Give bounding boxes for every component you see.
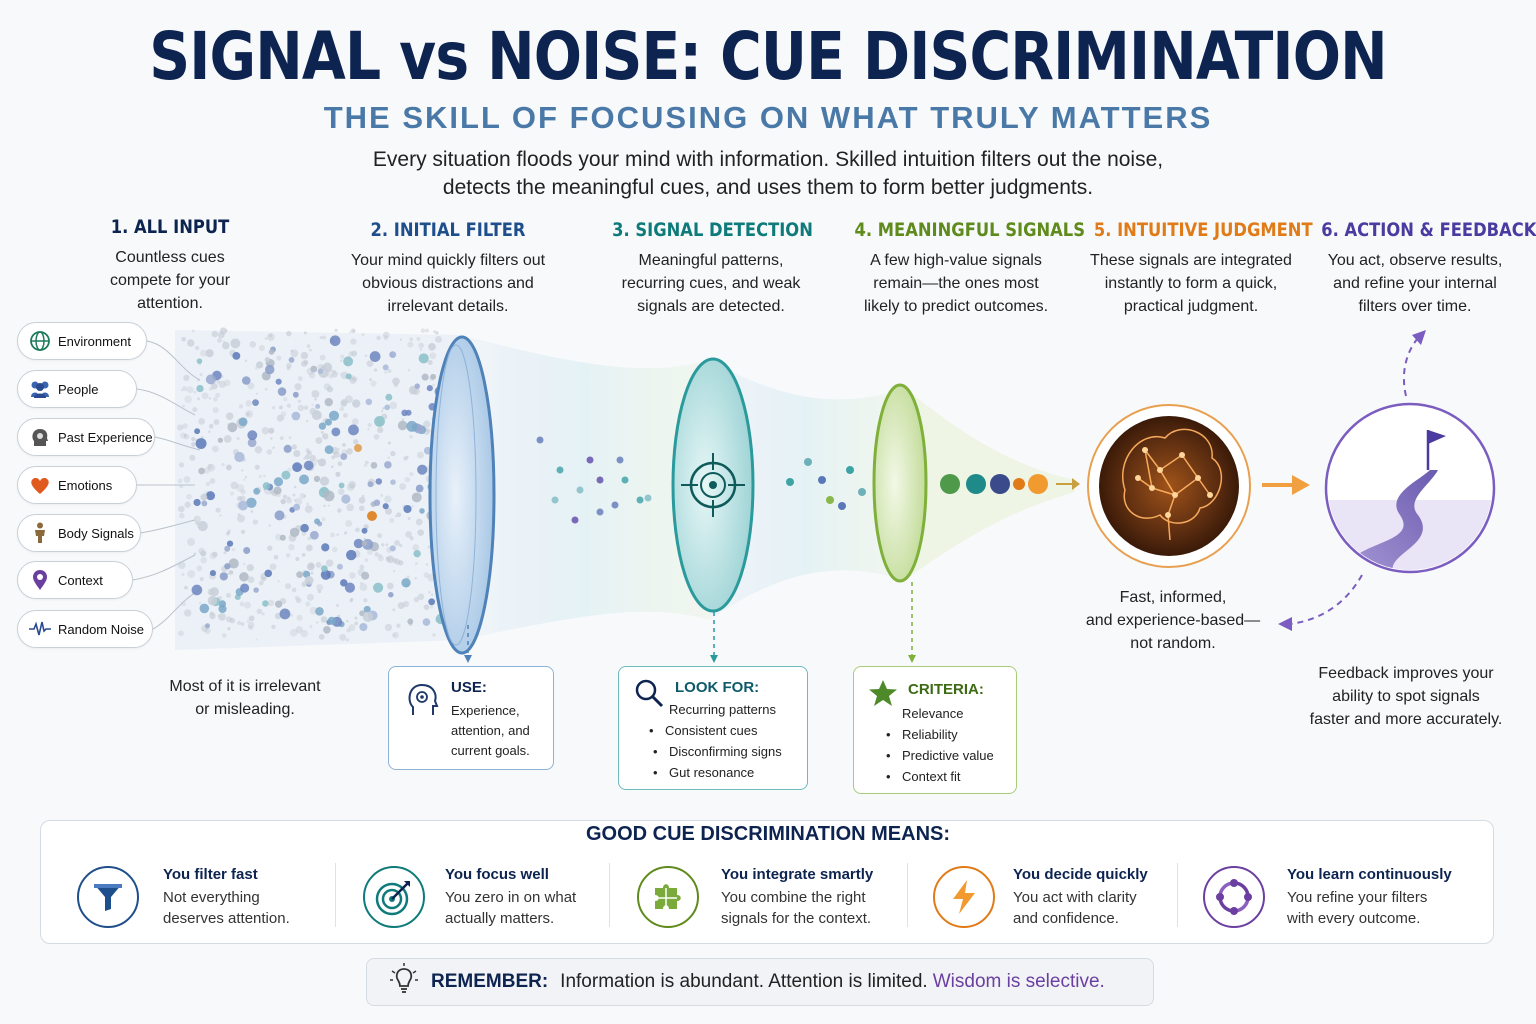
look-for-list: Recurring patterns Consistent cues Disco…	[665, 699, 782, 783]
remember-bar: REMEMBER: Information is abundant. Atten…	[366, 958, 1154, 1006]
remember-wisdom: Wisdom is selective.	[932, 971, 1105, 992]
lightning-icon	[933, 866, 995, 928]
person-icon	[28, 521, 52, 545]
list-item: Gut resonance	[669, 762, 782, 783]
means-item-learn: You learn continuously You refine your f…	[1203, 861, 1452, 933]
funnel-icon	[77, 866, 139, 928]
means-item-decide: You decide quickly You act with clarity …	[933, 861, 1148, 933]
initial-filter-lens	[428, 335, 496, 655]
step-2-title: 2. INITIAL FILTER	[370, 219, 526, 241]
means-item-filter: You filter fast Not everything deserves …	[77, 861, 290, 933]
flow-diagram	[132, 327, 1496, 663]
list-item: Disconfirming signs	[669, 741, 782, 762]
location-pin-icon	[28, 568, 52, 592]
means-item-focus: You focus well You zero in on what actua…	[363, 861, 576, 933]
people-icon	[28, 377, 52, 401]
divider	[609, 863, 610, 927]
road-flag-icon	[1324, 402, 1496, 574]
step-1-title: 1. ALL INPUT	[110, 216, 230, 238]
note-judgment: Fast, informed,and experience-based—not …	[1085, 589, 1261, 652]
step-3: 3. SIGNAL DETECTION Meaningful patterns,…	[596, 219, 826, 318]
step-5: 5. INTUITIVE JUDGMENT These signals are …	[1078, 219, 1313, 318]
input-pill-emotions: Emotions	[17, 466, 137, 504]
step-5-title: 5. INTUITIVE JUDGMENT	[1093, 219, 1313, 241]
means-item-integrate: You integrate smartly You combine the ri…	[637, 861, 873, 933]
puzzle-icon	[637, 866, 699, 928]
criteria-list: Relevance Reliability Predictive value C…	[902, 703, 994, 787]
target-arrow-icon	[363, 866, 425, 928]
input-pill-past-experience: Past Experience	[17, 418, 155, 456]
criteria-label: CRITERIA:	[908, 681, 984, 698]
step-4: 4. MEANINGFUL SIGNALS A few high-value s…	[838, 219, 1085, 318]
criteria-box: CRITERIA: Relevance Reliability Predicti…	[853, 666, 1017, 794]
input-pill-people: People	[17, 370, 137, 408]
star-icon	[868, 679, 898, 712]
intro-text: Every situation floods your mind with in…	[372, 148, 1164, 199]
final-signals	[940, 474, 1080, 494]
list-item: Recurring patterns	[669, 702, 776, 717]
list-item: Reliability	[902, 724, 994, 745]
brain-icon	[1087, 404, 1251, 568]
lightbulb-icon	[389, 963, 419, 1001]
page-title: SIGNAL vs NOISE: CUE DISCRIMINATION	[149, 18, 1387, 95]
meaningful-signals-lens	[872, 383, 928, 583]
means-title: GOOD CUE DISCRIMINATION MEANS:	[585, 823, 951, 845]
step-3-desc: Meaningful patterns,recurring cues, and …	[621, 252, 801, 315]
list-item: Context fit	[902, 766, 994, 787]
cycle-icon	[1203, 866, 1265, 928]
divider	[335, 863, 336, 927]
step-3-title: 3. SIGNAL DETECTION	[612, 219, 813, 241]
head-gear-icon	[405, 681, 439, 722]
list-item: Consistent cues	[665, 720, 782, 741]
step-4-title: 4. MEANINGFUL SIGNALS	[854, 219, 1085, 241]
input-pill-random-noise: Random Noise	[17, 610, 153, 648]
step-6-title: 6. ACTION & FEEDBACK	[1321, 219, 1536, 241]
use-box-label: USE:	[451, 679, 487, 696]
magnifier-icon	[633, 677, 665, 714]
divider	[1177, 863, 1178, 927]
means-panel: GOOD CUE DISCRIMINATION MEANS: You filte…	[40, 820, 1494, 944]
input-pill-context: Context	[17, 561, 133, 599]
input-pill-environment: Environment	[17, 322, 147, 360]
globe-icon	[28, 329, 52, 353]
divider	[907, 863, 908, 927]
pulse-icon	[28, 617, 52, 641]
input-pill-body-signals: Body Signals	[17, 514, 141, 552]
pill-connectors	[132, 340, 201, 630]
step-6-desc: You act, observe results,and refine your…	[1327, 252, 1503, 315]
signal-detection-lens	[671, 357, 755, 613]
step-6: 6. ACTION & FEEDBACK You act, observe re…	[1306, 219, 1536, 318]
heart-icon	[28, 473, 52, 497]
look-for-box: LOOK FOR: Recurring patterns Consistent …	[618, 666, 808, 790]
list-item: Relevance	[902, 706, 964, 721]
remember-text: Information is abundant. Attention is li…	[560, 971, 928, 992]
page-subtitle: THE SKILL OF FOCUSING ON WHAT TRULY MATT…	[323, 100, 1213, 135]
list-item: Predictive value	[902, 745, 994, 766]
look-for-label: LOOK FOR:	[675, 679, 760, 696]
feedback-arrows	[1289, 337, 1419, 625]
head-gear-icon	[28, 425, 52, 449]
step-2: 2. INITIAL FILTER Your mind quickly filt…	[330, 219, 566, 318]
remember-label: REMEMBER:	[431, 971, 549, 992]
arrow-to-action	[1262, 475, 1310, 495]
